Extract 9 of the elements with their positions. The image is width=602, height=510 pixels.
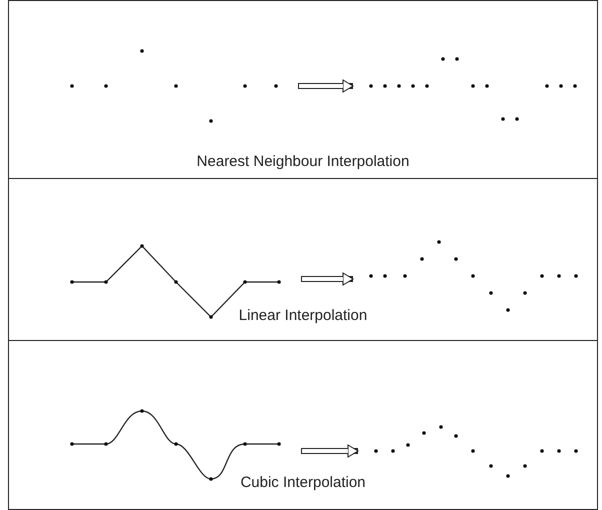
- arrow: [298, 80, 354, 92]
- arrow: [301, 272, 354, 286]
- panel: [8, 178, 598, 341]
- panel: [8, 340, 598, 510]
- panel-caption: Linear Interpolation: [238, 307, 368, 324]
- arrow: [301, 444, 358, 458]
- panel-caption: Cubic Interpolation: [239, 474, 367, 491]
- panel: [8, 0, 598, 179]
- panel-caption: Nearest Neighbour Interpolation: [196, 153, 410, 170]
